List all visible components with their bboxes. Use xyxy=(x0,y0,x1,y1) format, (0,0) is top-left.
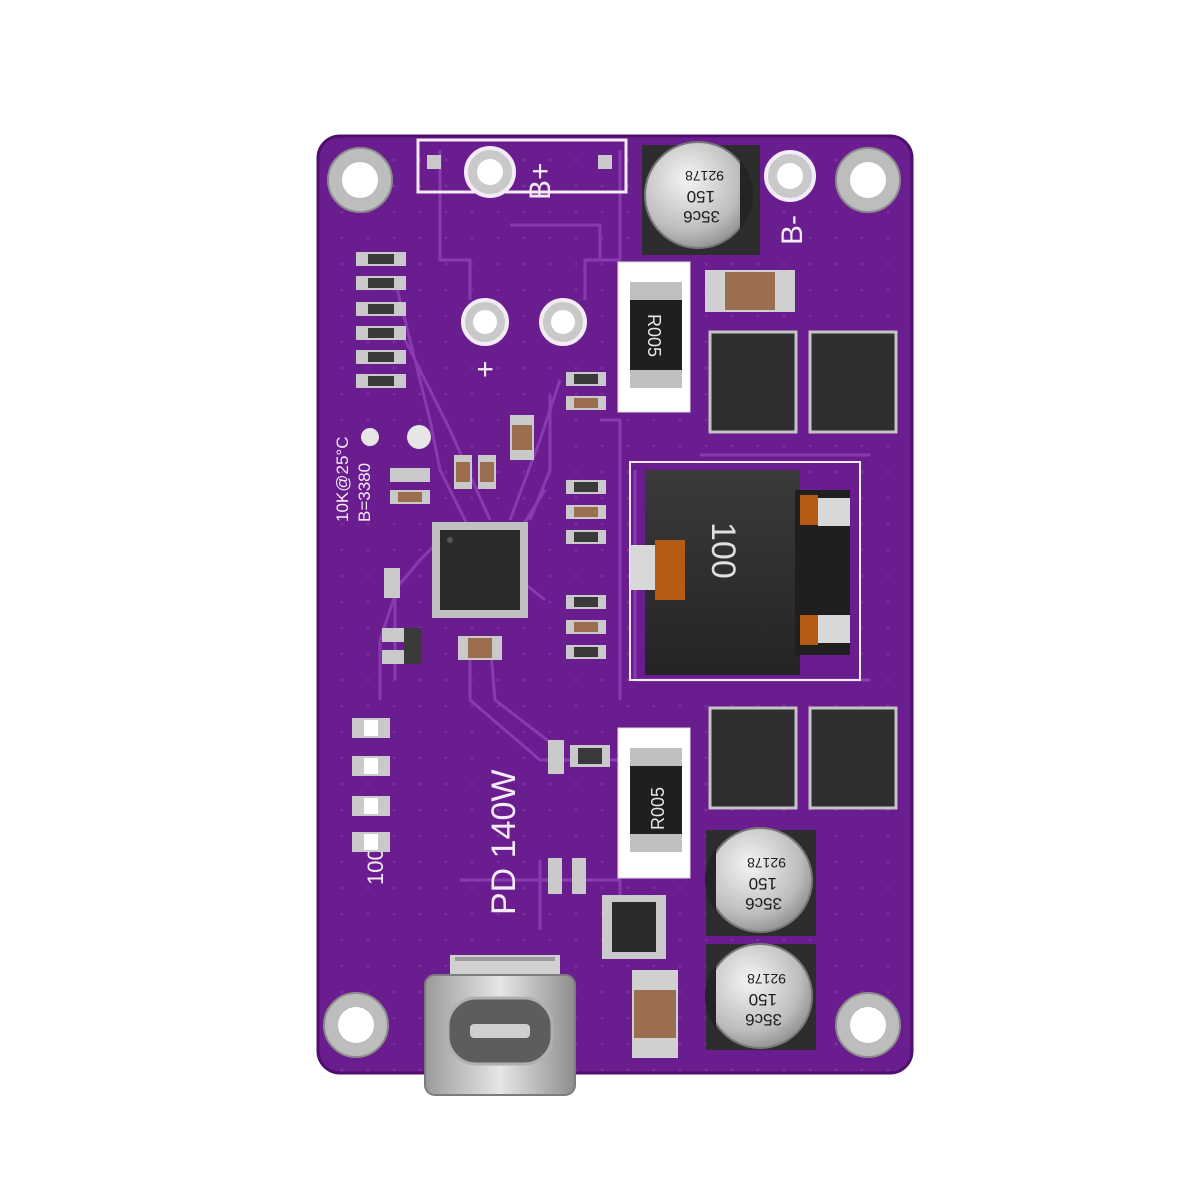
small-pad-right xyxy=(598,155,612,169)
mosfet-4 xyxy=(808,706,898,810)
capacitor-bottom-marking-2: 150 xyxy=(749,990,777,1009)
capacitor-middle-marking-2: 150 xyxy=(749,874,777,893)
solder-pad-b-plus xyxy=(464,146,516,198)
smd-array-left xyxy=(356,252,406,388)
shunt-resistor-bottom: R005 xyxy=(617,727,691,879)
small-ic-bottom xyxy=(602,895,666,959)
silkscreen-led-label: 100 xyxy=(363,848,388,885)
capacitor-bottom-marking-1: 35c6 xyxy=(745,1010,782,1029)
controller-ic xyxy=(432,522,528,618)
capacitor-middle-marking-3: 92178 xyxy=(747,855,786,871)
capacitor-top-marking-1: 35c6 xyxy=(683,207,720,226)
silkscreen-thermistor-line2: B=3380 xyxy=(355,463,374,522)
mounting-hole-bottom-left xyxy=(323,992,389,1058)
electrolytic-capacitor-top: 35c6 150 92178 xyxy=(642,141,760,255)
silkscreen-thermistor-line1: 10K@25°C xyxy=(333,437,352,523)
mosfet-1 xyxy=(708,330,798,434)
mosfet-3 xyxy=(708,706,798,810)
solder-pad-b-minus xyxy=(764,150,816,202)
ceramic-capacitor-top xyxy=(705,270,795,312)
mosfet-2 xyxy=(808,330,898,434)
status-leds xyxy=(352,718,390,852)
silkscreen-product-label: PD 140W xyxy=(485,770,523,916)
smd-components xyxy=(382,372,610,894)
capacitor-middle-marking-1: 35c6 xyxy=(745,894,782,913)
silkscreen-plus: + xyxy=(469,360,502,378)
mounting-hole-top-left xyxy=(327,147,393,213)
solder-pad-minus xyxy=(539,298,587,346)
electrolytic-capacitor-middle: 35c6 150 92178 xyxy=(704,827,816,936)
electrolytic-capacitor-bottom: 35c6 150 92178 xyxy=(704,943,816,1050)
silkscreen-b-minus: B- xyxy=(776,215,809,245)
capacitor-bottom-marking-3: 92178 xyxy=(747,971,786,987)
capacitor-top-marking-3: 92178 xyxy=(685,168,724,184)
shunt-resistor-top: R005 xyxy=(617,261,691,413)
inductor-marking: 100 xyxy=(704,522,742,579)
solder-pad-plus xyxy=(461,298,509,346)
ceramic-capacitor-bottom xyxy=(632,970,678,1058)
power-inductor: 100 xyxy=(629,461,861,681)
shunt-resistor-top-marking: R005 xyxy=(644,314,664,357)
thermistor-pads xyxy=(361,425,431,449)
mounting-hole-top-right xyxy=(835,147,901,213)
usb-c-port xyxy=(424,955,576,1096)
silkscreen-b-plus: B+ xyxy=(524,162,557,200)
shunt-resistor-bottom-marking: R005 xyxy=(648,787,668,830)
small-pad-left xyxy=(427,155,441,169)
capacitor-top-marking-2: 150 xyxy=(687,187,715,206)
battery-connector-outline xyxy=(416,138,628,194)
mounting-hole-bottom-right xyxy=(835,992,901,1058)
